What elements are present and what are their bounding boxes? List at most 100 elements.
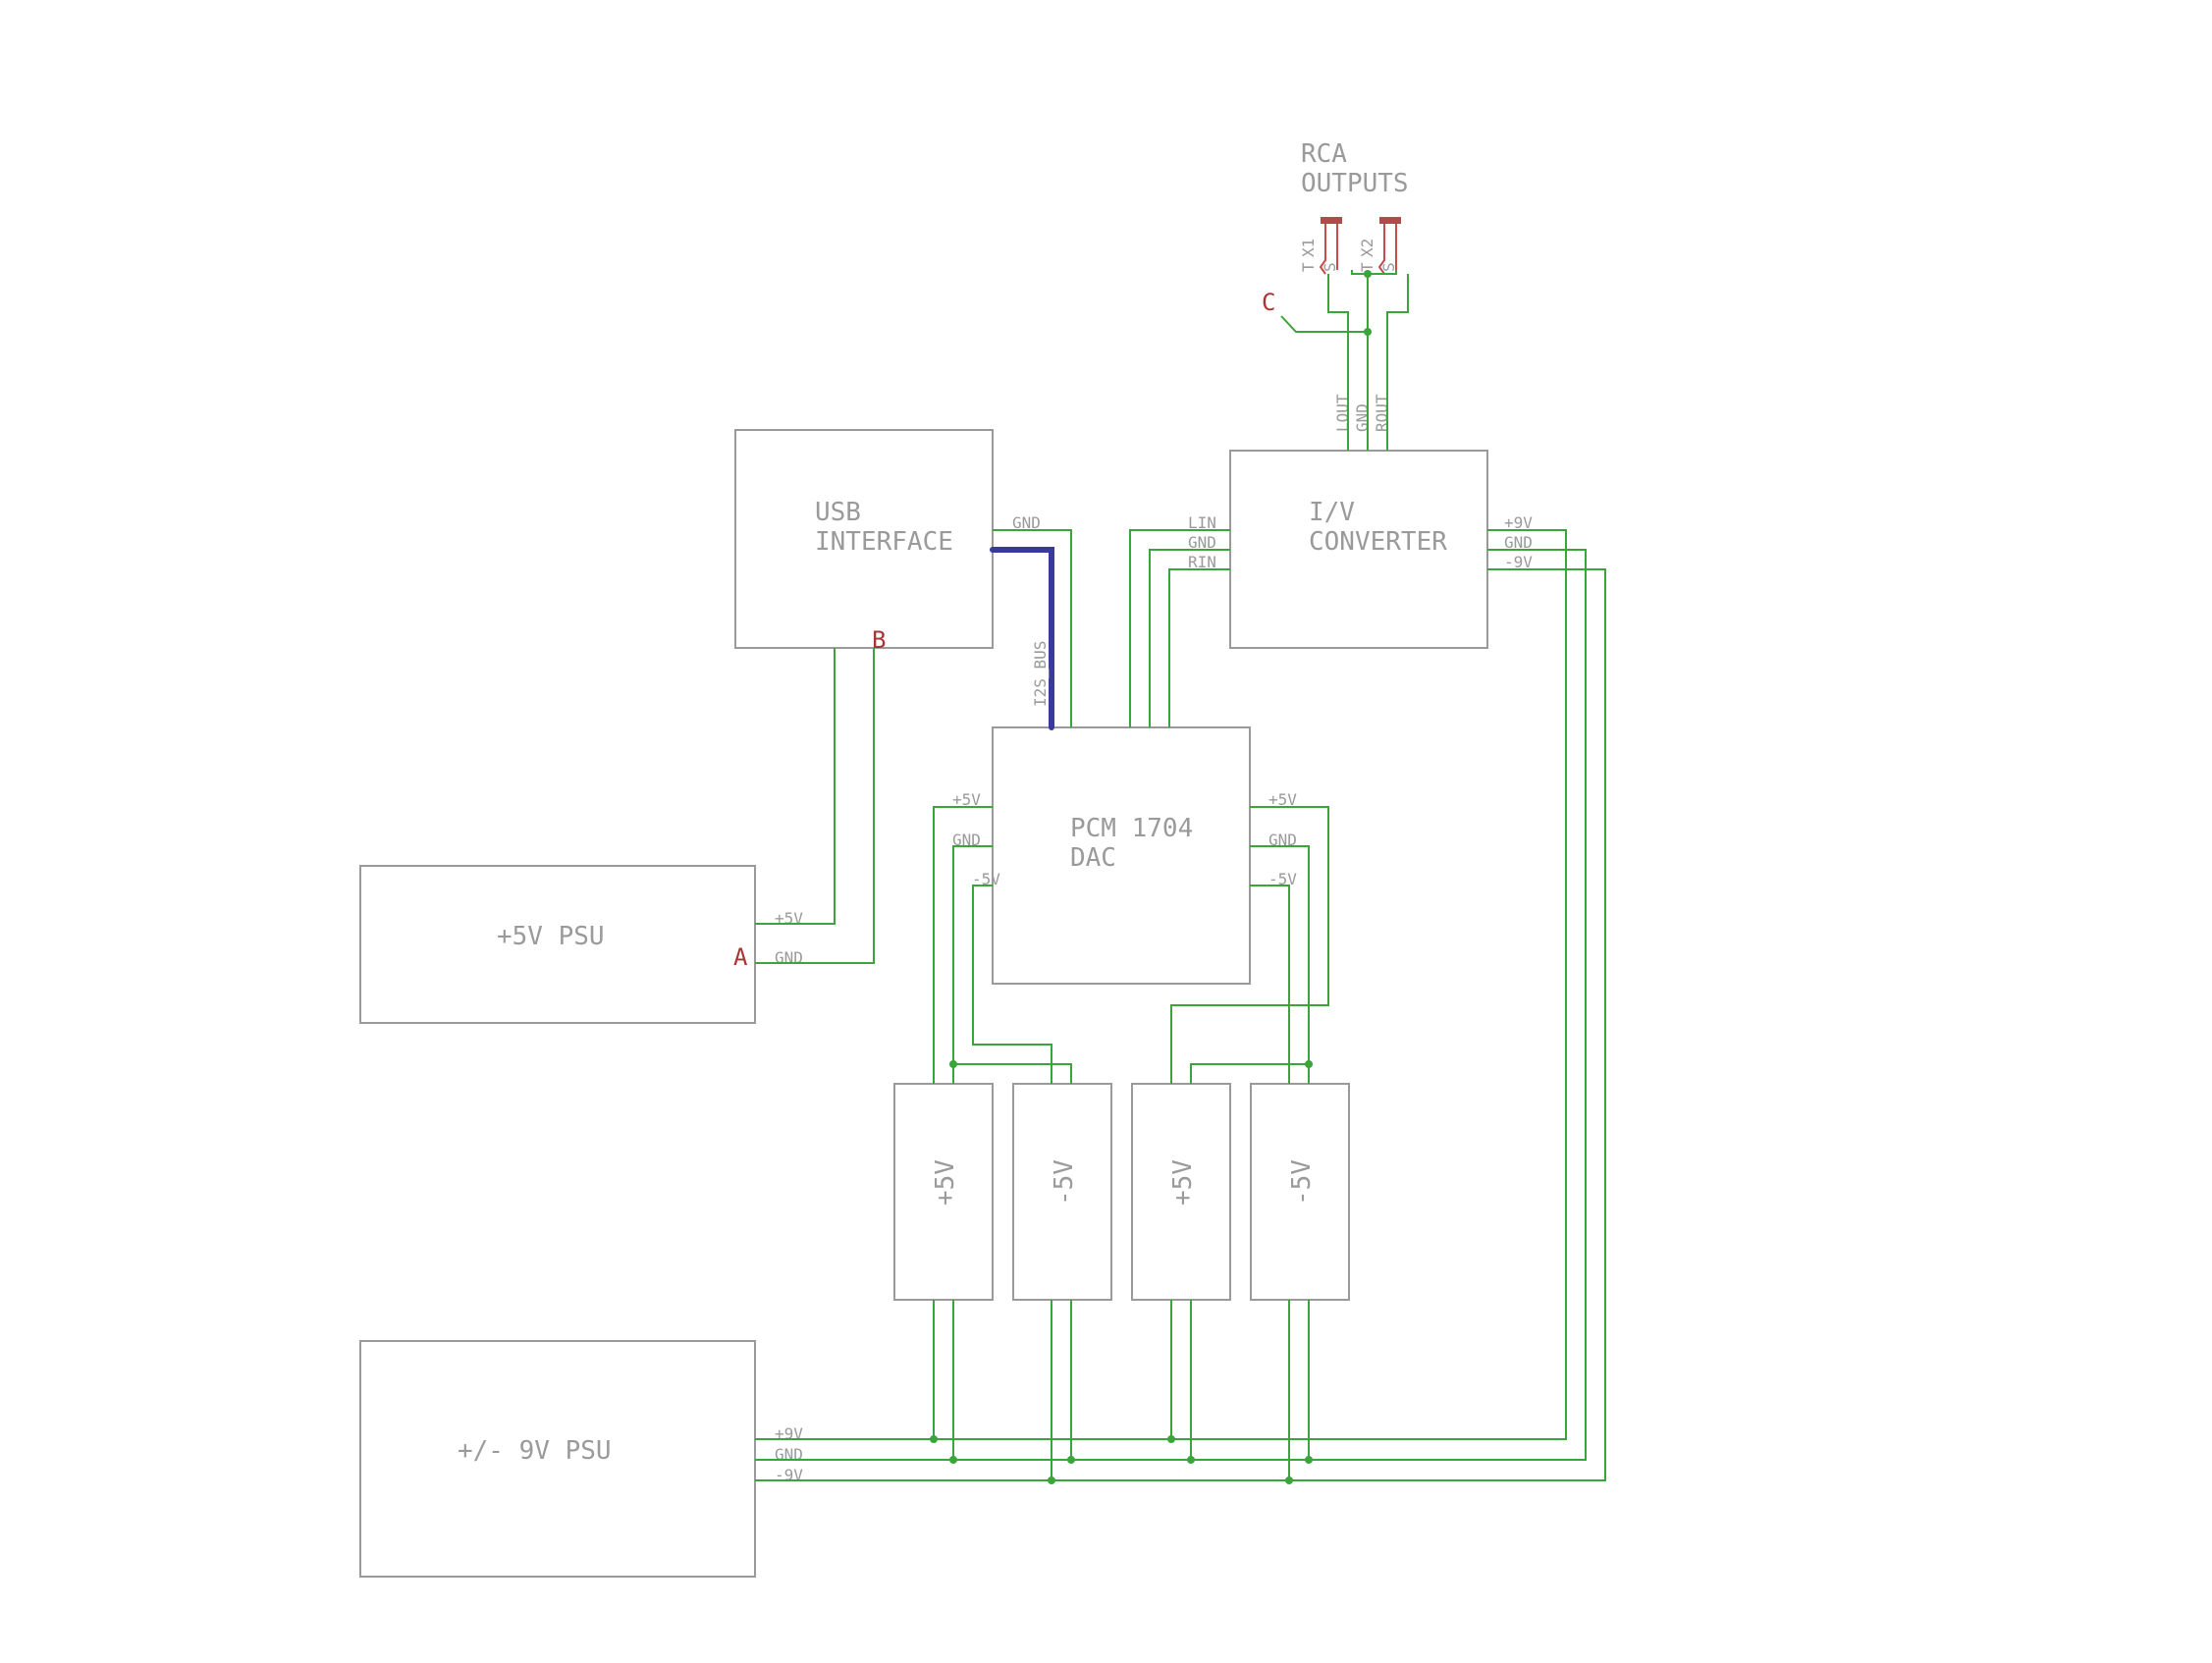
jack-x1-cap bbox=[1321, 217, 1342, 224]
psu-9v-pin-gnd: GND bbox=[775, 1445, 803, 1464]
psu-9v-pin-m9: -9V bbox=[775, 1466, 803, 1484]
junction-p9-reg1 bbox=[930, 1435, 938, 1443]
dac-pin-gnd-left: GND bbox=[952, 831, 981, 849]
psu-9v-block: +/- 9V PSU +9V GND -9V bbox=[359, 1340, 803, 1578]
iv-pin-lout: LOUT bbox=[1333, 394, 1352, 432]
dac-pin-m5-right: -5V bbox=[1268, 870, 1297, 888]
wire-rail-p9 bbox=[755, 529, 1567, 1440]
psu-5v-block: +5V PSU +5V GND A bbox=[359, 865, 803, 1024]
regulator-4: -5V bbox=[1250, 1083, 1350, 1301]
iv-converter-title-line2: CONVERTER bbox=[1309, 527, 1447, 557]
wire-lout bbox=[1327, 274, 1349, 451]
regulator-1-label: +5V bbox=[931, 1159, 960, 1206]
iv-pin-gnd-right: GND bbox=[1504, 533, 1533, 552]
junction-gnd-reg3 bbox=[1187, 1456, 1195, 1464]
psu-9v-pin-p9: +9V bbox=[775, 1424, 803, 1443]
wire-dac-gnd-right bbox=[1250, 845, 1310, 1084]
rca-outputs-title-line2: OUTPUTS bbox=[1301, 169, 1409, 198]
wire-gnd-x2-sleeve bbox=[1368, 270, 1397, 275]
junction-gnd-left bbox=[949, 1060, 957, 1068]
junction-gnd-right bbox=[1305, 1060, 1313, 1068]
wire-lin bbox=[1129, 529, 1230, 727]
usb-interface-title-line2: INTERFACE bbox=[815, 527, 953, 557]
wire-gnd-x1-sleeve bbox=[1351, 270, 1368, 275]
jack-x2-body bbox=[1377, 224, 1385, 275]
jack-x1-ref: X1 bbox=[1299, 239, 1318, 257]
psu-9v-title: +/- 9V PSU bbox=[458, 1436, 612, 1466]
jack-x2-ref: X2 bbox=[1358, 239, 1376, 257]
junction-gnd-reg4 bbox=[1305, 1456, 1313, 1464]
dac-pin-m5-left: -5V bbox=[972, 870, 1000, 888]
regulator-4-label: -5V bbox=[1287, 1159, 1317, 1206]
junction-gnd-reg2 bbox=[1067, 1456, 1075, 1464]
junction-net-c bbox=[1364, 328, 1372, 336]
iv-converter-title-line1: I/V bbox=[1309, 498, 1355, 527]
regulator-2-box bbox=[1012, 1083, 1112, 1301]
psu-5v-pin-p5: +5V bbox=[775, 909, 803, 928]
net-ref-b: B bbox=[872, 626, 886, 654]
dac-box bbox=[992, 726, 1251, 985]
regulator-4-box bbox=[1250, 1083, 1350, 1301]
junctions bbox=[930, 270, 1372, 1484]
dac-title-line2: DAC bbox=[1070, 843, 1116, 873]
iv-pin-rin: RIN bbox=[1188, 553, 1216, 571]
wire-gnd-reg3 bbox=[1190, 1063, 1309, 1084]
iv-pin-m9: -9V bbox=[1504, 553, 1533, 571]
junction-gnd-jacks bbox=[1364, 270, 1372, 278]
jack-x1-body bbox=[1319, 224, 1326, 275]
iv-pin-lin: LIN bbox=[1188, 513, 1216, 532]
dac-pin-gnd-right: GND bbox=[1268, 831, 1297, 849]
wire-rin bbox=[1168, 568, 1230, 727]
rca-outputs-title-line1: RCA bbox=[1301, 139, 1347, 169]
dac-block: PCM 1704 DAC +5V GND -5V +5V GND -5V bbox=[952, 726, 1297, 985]
rca-outputs: RCA OUTPUTS X1 T S X2 T S C bbox=[1262, 139, 1409, 316]
junction-p9-reg3 bbox=[1167, 1435, 1175, 1443]
iv-pin-gnd-left: GND bbox=[1188, 533, 1216, 552]
junction-m9-reg2 bbox=[1048, 1476, 1055, 1484]
regulator-3-box bbox=[1131, 1083, 1231, 1301]
net-ref-c: C bbox=[1262, 289, 1275, 316]
regulator-3: +5V bbox=[1131, 1083, 1231, 1301]
regulator-1: +5V bbox=[893, 1083, 994, 1301]
iv-pin-rout: ROUT bbox=[1373, 394, 1391, 432]
dac-title-line1: PCM 1704 bbox=[1070, 814, 1193, 843]
psu-5v-box bbox=[359, 865, 756, 1024]
junction-m9-reg4 bbox=[1285, 1476, 1293, 1484]
jack-x2-cap bbox=[1379, 217, 1401, 224]
usb-interface-title-line1: USB bbox=[815, 498, 861, 527]
jack-x2-s: S bbox=[1379, 262, 1398, 272]
wire-gnd-iv bbox=[1149, 549, 1230, 727]
i2s-bus-label: I2S_BUS bbox=[1031, 641, 1050, 707]
psu-5v-pin-gnd: GND bbox=[775, 948, 803, 967]
junction-gnd-reg1 bbox=[949, 1456, 957, 1464]
wire-gnd-reg2 bbox=[953, 1063, 1072, 1084]
wire-dac-m5-right bbox=[1250, 885, 1290, 1084]
usb-interface-box bbox=[734, 429, 994, 649]
regulator-2-label: -5V bbox=[1050, 1159, 1079, 1206]
jack-x2-t: T bbox=[1358, 262, 1376, 272]
wire-dac-m5-left bbox=[972, 885, 1052, 1084]
wire-dac-p5-right bbox=[1170, 806, 1329, 1084]
net-ref-a: A bbox=[733, 943, 748, 971]
wire-rout bbox=[1386, 274, 1409, 451]
usb-interface-block: USB INTERFACE GND B bbox=[734, 429, 1041, 654]
iv-converter-block: I/V CONVERTER LIN GND RIN +9V GND -9V LO… bbox=[1188, 394, 1533, 649]
wire-net-c bbox=[1280, 315, 1368, 333]
wire-rail-gnd bbox=[755, 549, 1587, 1461]
jack-x1-t: T bbox=[1299, 262, 1318, 272]
dac-pin-p5-right: +5V bbox=[1268, 790, 1297, 809]
jack-x1-s: S bbox=[1321, 262, 1339, 272]
wire-dac-gnd-left bbox=[952, 845, 993, 1084]
wire-usb-gnd-psu bbox=[755, 648, 875, 964]
i2s-bus bbox=[990, 547, 1054, 730]
wire-usb-gnd bbox=[993, 529, 1072, 727]
regulator-2: -5V bbox=[1012, 1083, 1112, 1301]
usb-pin-gnd: GND bbox=[1012, 513, 1041, 532]
wire-rail-m9 bbox=[755, 568, 1606, 1481]
wires: I2S_BUS bbox=[755, 270, 1606, 1481]
regulator-1-box bbox=[893, 1083, 994, 1301]
dac-pin-p5-left: +5V bbox=[952, 790, 981, 809]
wire-usb-p5 bbox=[755, 648, 836, 925]
iv-pin-gnd-top: GND bbox=[1353, 403, 1372, 432]
